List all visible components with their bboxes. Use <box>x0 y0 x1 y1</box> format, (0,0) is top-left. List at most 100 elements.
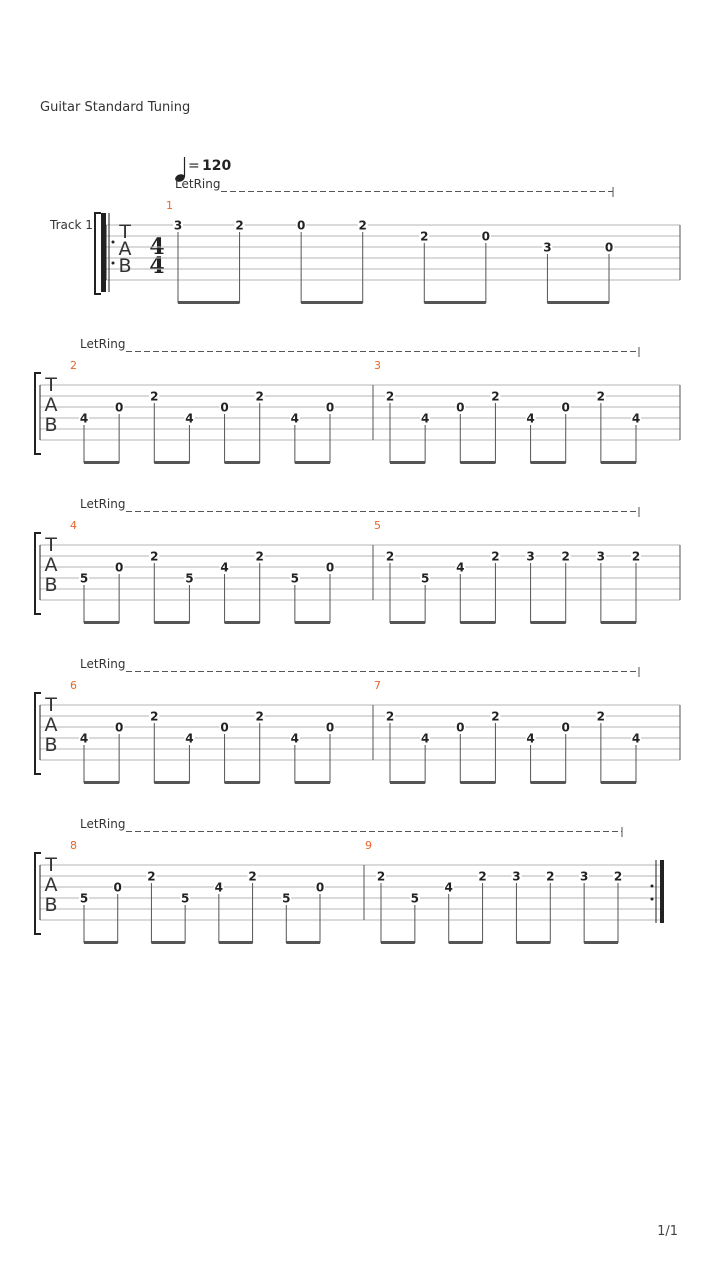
fret-number: 2 <box>614 870 622 884</box>
tuning-label: Guitar Standard Tuning <box>40 100 191 115</box>
system-bracket <box>34 852 41 935</box>
tab-clef-letter: B <box>44 574 57 596</box>
tab-clef-letter: A <box>45 554 58 576</box>
fret-number: 4 <box>185 732 193 746</box>
tab-clef-letter: T <box>44 534 57 556</box>
tab-clef-letter: T <box>44 854 57 876</box>
note-mask <box>443 881 454 893</box>
note-mask <box>490 710 501 722</box>
note-mask <box>420 412 431 424</box>
note-mask <box>254 550 265 562</box>
fret-number: 0 <box>605 241 613 255</box>
fret-number: 5 <box>282 892 290 906</box>
fret-number: 0 <box>562 401 570 415</box>
note-mask <box>525 732 536 744</box>
note-beam <box>84 781 120 784</box>
fret-number: 2 <box>420 230 428 244</box>
fret-number: 5 <box>185 572 193 586</box>
note-beam <box>600 461 636 464</box>
fret-number: 2 <box>256 710 264 724</box>
fret-number: 0 <box>115 721 123 735</box>
fret-number: 2 <box>491 390 499 404</box>
note-mask <box>114 721 125 733</box>
note-mask <box>114 561 125 573</box>
note-mask <box>477 870 488 882</box>
fret-number: 2 <box>386 550 394 564</box>
note-beam <box>294 781 330 784</box>
fret-number: 4 <box>526 732 534 746</box>
note-mask <box>219 401 230 413</box>
note-mask <box>595 390 606 402</box>
fret-number: 5 <box>80 572 88 586</box>
tempo-marking: = 120 <box>175 157 231 182</box>
note-mask <box>409 892 420 904</box>
fret-number: 5 <box>80 892 88 906</box>
note-mask <box>289 572 300 584</box>
tab-clef-letter: B <box>44 414 57 436</box>
note-beam <box>301 301 363 304</box>
measure-number: 6 <box>70 679 77 692</box>
note-mask <box>281 892 292 904</box>
note-beam <box>178 301 240 304</box>
quarter-note-icon <box>175 174 185 182</box>
measure-number: 2 <box>70 359 77 372</box>
note-beam <box>154 781 190 784</box>
note-mask <box>149 710 160 722</box>
note-mask <box>455 401 466 413</box>
note-mask <box>480 230 491 242</box>
let-ring-label: LetRing <box>80 337 125 351</box>
note-mask <box>385 550 395 562</box>
note-beam <box>218 941 253 944</box>
note-beam <box>547 301 609 304</box>
note-beam <box>584 941 618 944</box>
fret-number: 2 <box>491 550 499 564</box>
track-name: Track 1 <box>49 218 93 232</box>
system-bracket <box>34 532 41 615</box>
measure-number: 4 <box>70 519 77 532</box>
note-mask <box>219 721 230 733</box>
fret-number: 3 <box>174 219 182 233</box>
note-mask <box>213 881 224 893</box>
repeat-dot <box>111 240 115 244</box>
repeat-dot <box>650 884 654 888</box>
note-beam <box>390 781 426 784</box>
fret-number: 4 <box>291 732 299 746</box>
tempo-value: 120 <box>202 158 231 174</box>
note-mask <box>419 230 430 242</box>
fret-number: 2 <box>377 870 385 884</box>
note-mask <box>560 550 571 562</box>
fret-number: 0 <box>115 561 123 575</box>
note-mask <box>511 870 522 882</box>
note-mask <box>247 870 258 882</box>
tab-clef-letter: A <box>45 714 58 736</box>
fret-number: 2 <box>562 550 570 564</box>
let-ring-label: LetRing <box>80 497 125 511</box>
let-ring-label: LetRing <box>80 817 125 831</box>
fret-number: 0 <box>326 561 334 575</box>
note-mask <box>173 219 183 231</box>
note-mask <box>234 219 245 231</box>
let-ring-label: LetRing <box>80 657 125 671</box>
note-mask <box>325 561 335 573</box>
fret-number: 4 <box>526 412 534 426</box>
fret-number: 2 <box>386 710 394 724</box>
note-beam <box>224 461 260 464</box>
fret-number: 2 <box>235 219 243 233</box>
fret-number: 4 <box>445 881 453 895</box>
fret-number: 2 <box>478 870 486 884</box>
note-beam <box>151 941 186 944</box>
fret-number: 0 <box>456 721 464 735</box>
fret-number: 3 <box>543 241 551 255</box>
note-mask <box>79 412 89 424</box>
note-beam <box>294 461 330 464</box>
note-mask <box>254 710 265 722</box>
note-mask <box>631 412 641 424</box>
note-mask <box>296 219 307 231</box>
note-mask <box>112 881 123 893</box>
note-mask <box>79 732 89 744</box>
tab-clef-letter: T <box>44 694 57 716</box>
fret-number: 2 <box>150 710 158 724</box>
